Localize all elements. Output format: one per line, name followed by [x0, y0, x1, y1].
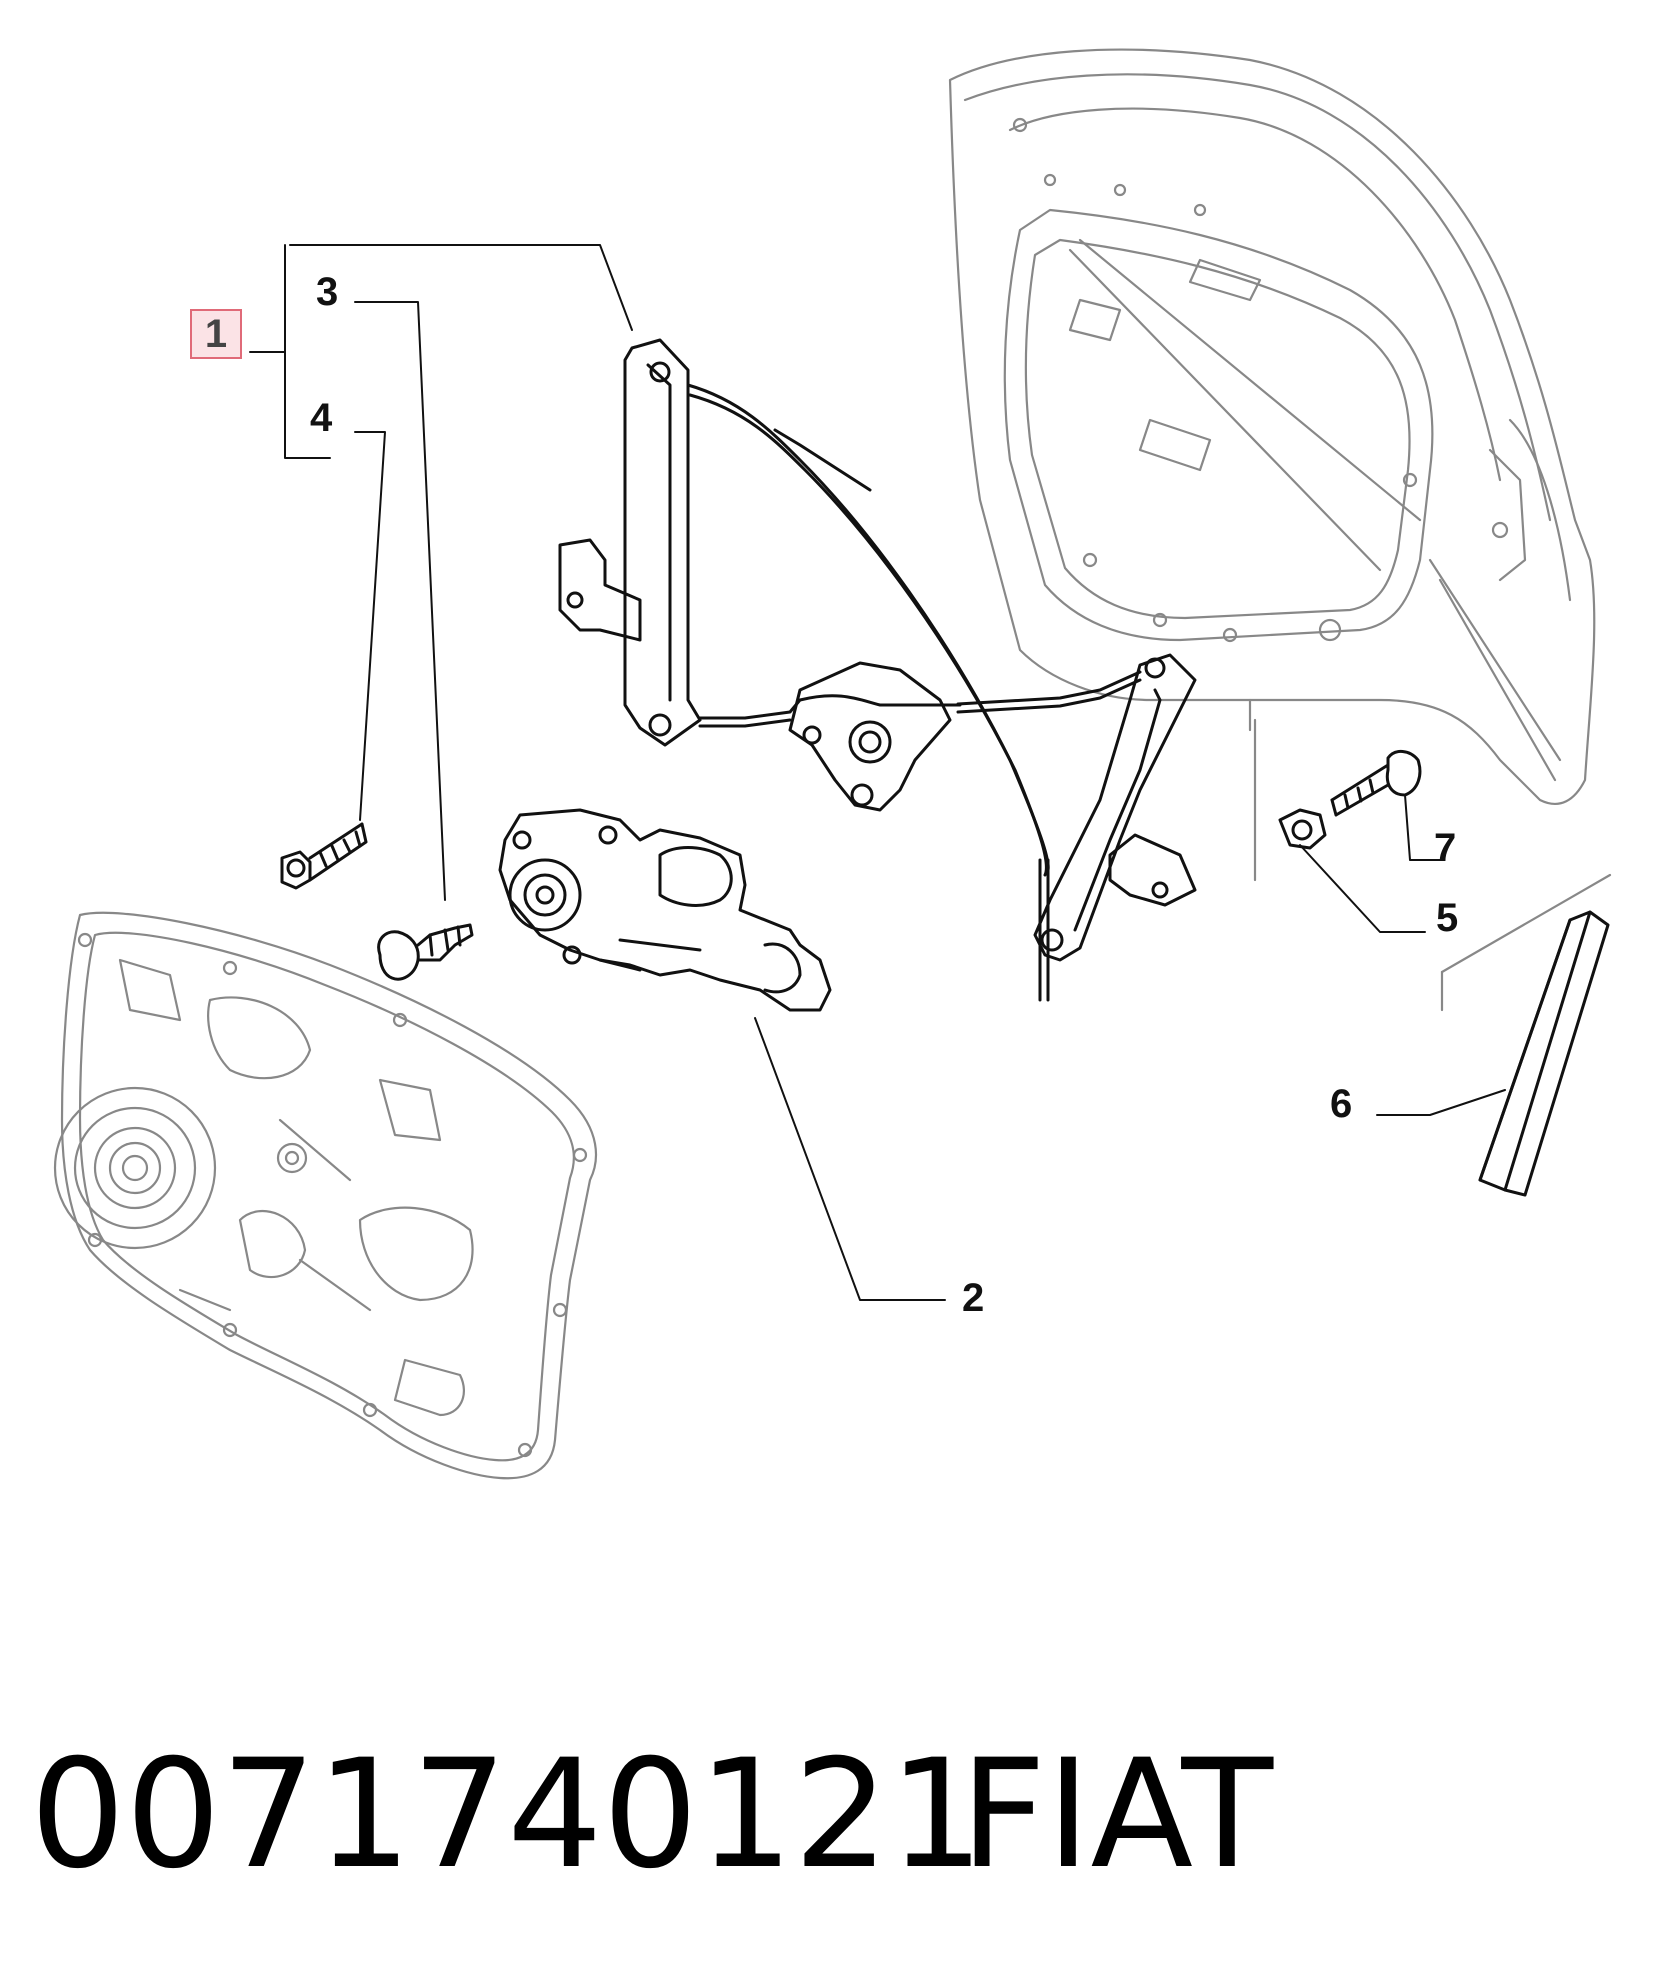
- callout-1-label: 1: [204, 312, 228, 356]
- bolt-7-part: [1330, 750, 1422, 817]
- callout-6-label: 6: [1330, 1082, 1353, 1126]
- callout-5-label: 5: [1436, 896, 1459, 940]
- callout-7-label: 7: [1434, 826, 1457, 870]
- leader-lines: [249, 244, 1506, 1301]
- door-shell: [948, 48, 1612, 1012]
- callout-3-label: 3: [316, 270, 339, 314]
- window-regulator: [558, 338, 1197, 1002]
- brand-name: FIAT: [960, 1728, 1274, 1902]
- part-number: 0071740121: [30, 1728, 985, 1902]
- callout-1-highlight[interactable]: 1: [190, 309, 242, 359]
- inner-door-panel: [53, 911, 598, 1480]
- screw-clip-part: [377, 923, 474, 981]
- bolt-part: [280, 822, 368, 890]
- callout-4-label: 4: [310, 396, 333, 440]
- window-strip-part: [1478, 910, 1610, 1197]
- footer: 0071740121 FIAT: [30, 1740, 1630, 1910]
- window-motor: [498, 808, 832, 1012]
- callout-2-label: 2: [962, 1276, 985, 1320]
- nut-part: [1278, 808, 1327, 850]
